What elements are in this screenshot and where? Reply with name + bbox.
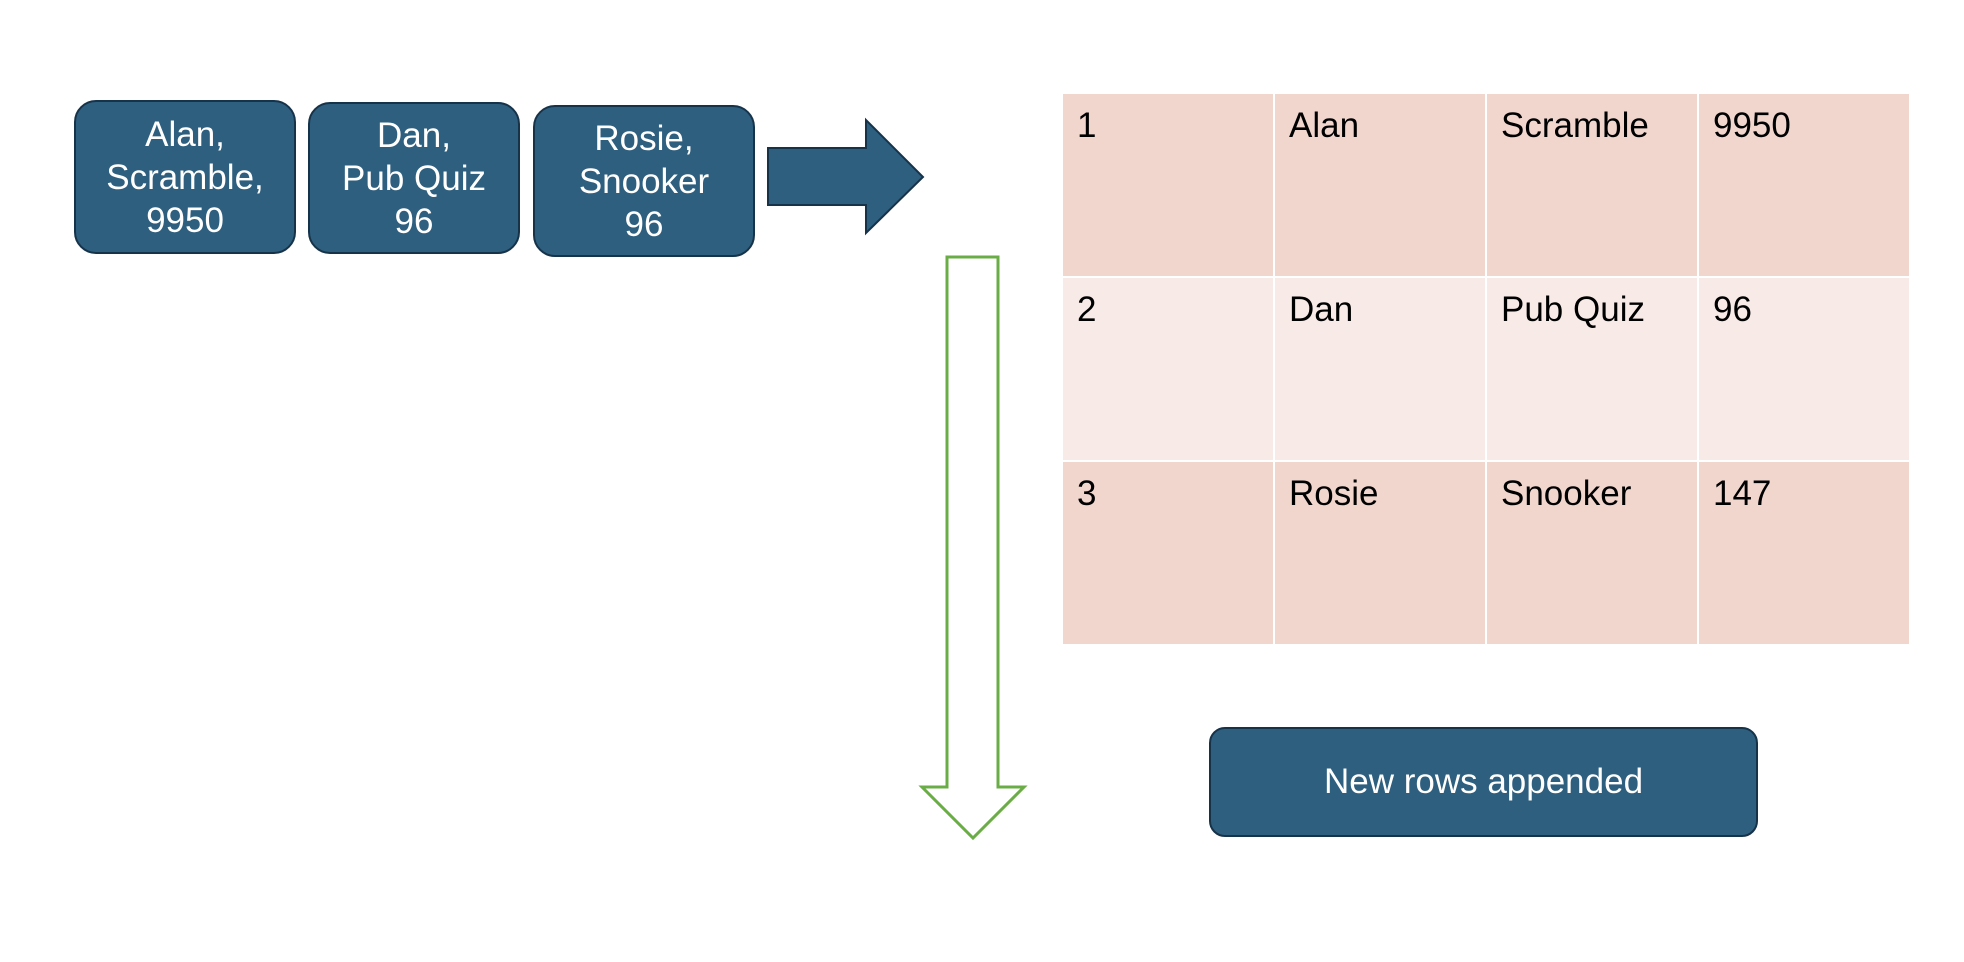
record-line: Pub Quiz	[342, 158, 486, 198]
record-box-alan: Alan, Scramble, 9950	[74, 100, 296, 254]
right-arrow-icon	[767, 117, 925, 236]
record-line: Scramble,	[106, 157, 264, 197]
table-cell: Scramble	[1485, 92, 1699, 278]
table-cell: 3	[1061, 460, 1275, 646]
down-arrow-icon	[918, 255, 1028, 841]
record-line: Snooker	[578, 161, 710, 201]
record-line: 96	[394, 201, 434, 241]
table-cell: 147	[1697, 460, 1911, 646]
record-box-dan: Dan, Pub Quiz 96	[308, 102, 520, 254]
new-rows-appended-label: New rows appended	[1209, 727, 1758, 837]
table-cell: Snooker	[1485, 460, 1699, 646]
table-cell: Dan	[1273, 276, 1487, 462]
table-cell: 9950	[1697, 92, 1911, 278]
record-line: Alan,	[145, 114, 225, 154]
record-line: Dan,	[377, 115, 451, 155]
record-box-rosie: Rosie, Snooker 96	[533, 105, 755, 257]
table-row: 2 Dan Pub Quiz 96	[1061, 276, 1911, 462]
table-cell: Pub Quiz	[1485, 276, 1699, 462]
record-line: Rosie,	[594, 118, 694, 158]
table-row: 3 Rosie Snooker 147	[1061, 460, 1911, 646]
table-row: 1 Alan Scramble 9950	[1061, 92, 1911, 278]
table-cell: 96	[1697, 276, 1911, 462]
table-cell: Alan	[1273, 92, 1487, 278]
table-cell: 1	[1061, 92, 1275, 278]
record-line: 9950	[146, 200, 224, 240]
table-cell: 2	[1061, 276, 1275, 462]
table-cell: Rosie	[1273, 460, 1487, 646]
record-line: 96	[624, 204, 664, 244]
data-table: 1 Alan Scramble 9950 2 Dan Pub Quiz 96 3…	[1061, 92, 1911, 646]
